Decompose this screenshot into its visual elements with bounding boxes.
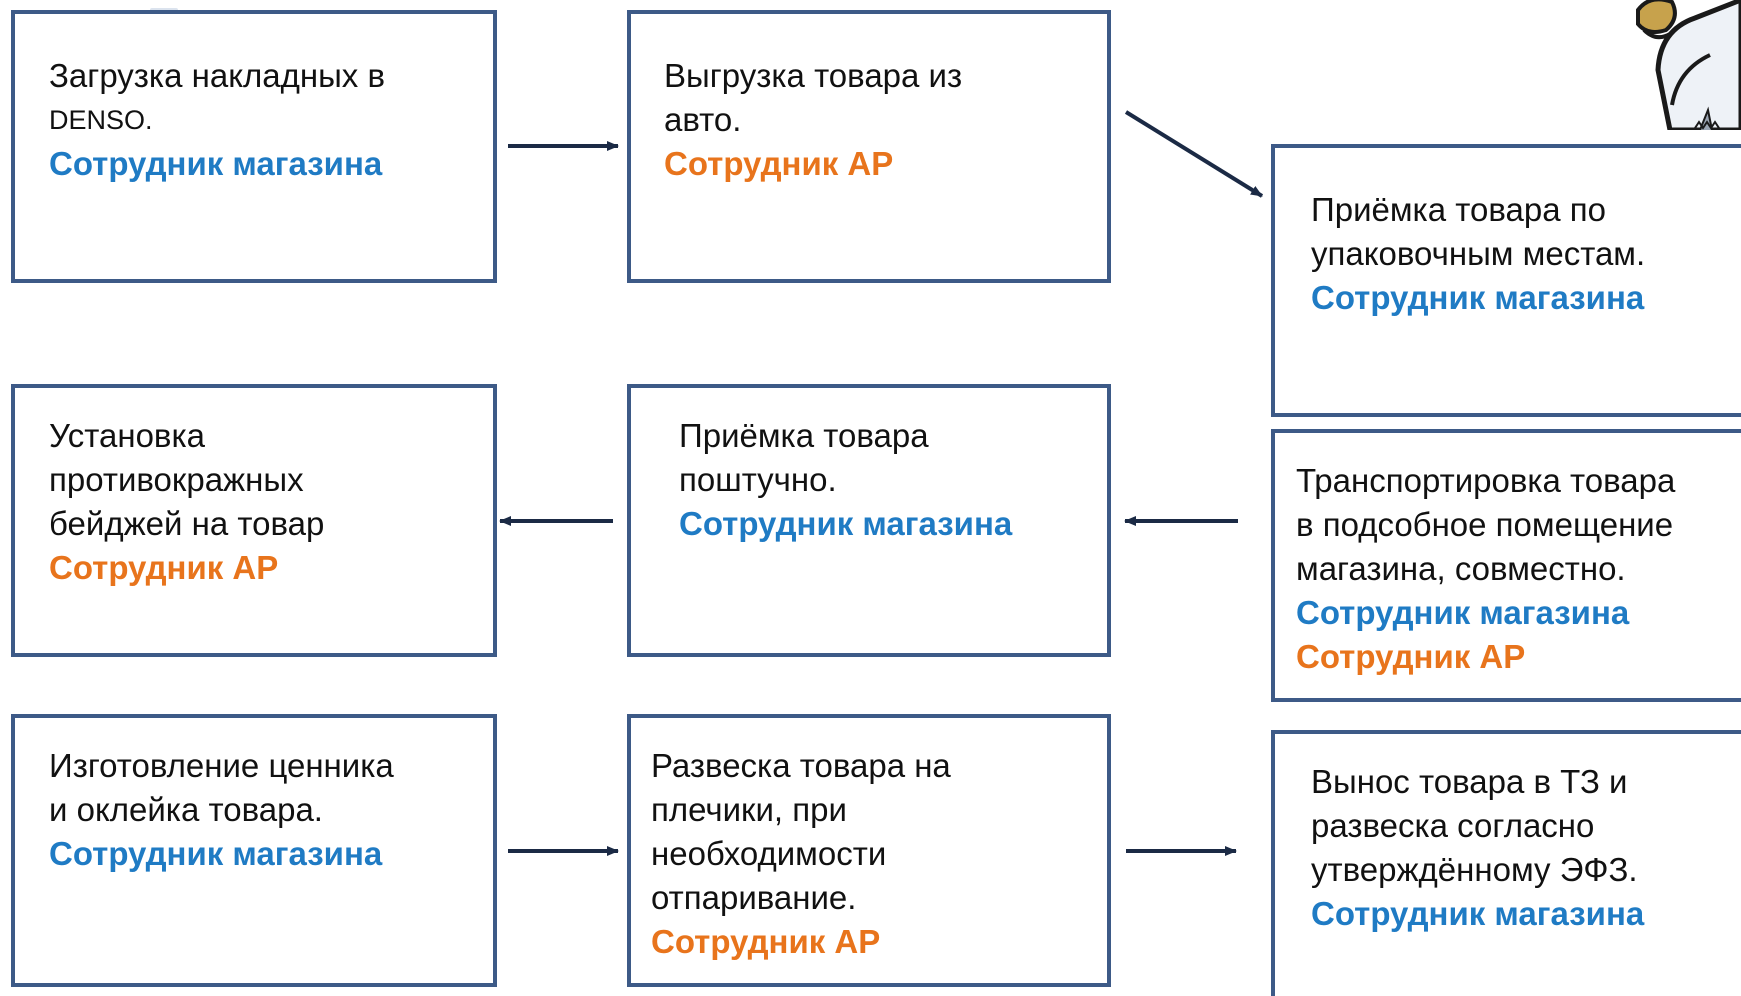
step-box-item-acceptance: Приёмка товара поштучно. Сотрудник магаз…: [627, 384, 1111, 657]
step-box-unloading: Выгрузка товара из авто. Сотрудник АР: [627, 10, 1111, 283]
step-text: Развеска товара на: [651, 747, 951, 784]
step-text: отпаривание.: [651, 879, 857, 916]
role-label-ap-employee: Сотрудник АР: [664, 145, 894, 182]
role-label-store-employee: Сотрудник магазина: [1311, 895, 1645, 932]
step-text: плечики, при: [651, 791, 847, 828]
step-text: противокражных: [49, 461, 304, 498]
step-text: Приёмка товара по: [1311, 191, 1606, 228]
role-label-store-employee: Сотрудник магазина: [1311, 279, 1645, 316]
step-text: Приёмка товара: [679, 417, 929, 454]
step-text: в подсобное помещение: [1296, 506, 1674, 543]
role-label-ap-employee: Сотрудник АР: [1296, 638, 1526, 675]
arrow-s2-to-s3: [1124, 110, 1264, 198]
role-label-store-employee: Сотрудник магазина: [49, 145, 383, 182]
step-box-package-acceptance: Приёмка товара по упаковочным местам. Со…: [1271, 144, 1741, 417]
step-text: DENSO.: [49, 105, 153, 135]
step-text: Изготовление ценника: [49, 747, 394, 784]
step-text: бейджей на товар: [49, 505, 325, 542]
role-label-store-employee: Сотрудник магазина: [49, 835, 383, 872]
step-text: Загрузка накладных в: [49, 57, 386, 94]
step-box-transport-to-storage: Транспортировка товара в подсобное помещ…: [1271, 429, 1741, 702]
step-text: Транспортировка товара: [1296, 462, 1676, 499]
step-text: Выгрузка товара из: [664, 57, 963, 94]
step-text: магазина, совместно.: [1296, 550, 1626, 587]
step-box-sales-floor-display: Вынос товара в ТЗ и развеска согласно ут…: [1271, 730, 1741, 996]
step-text: упаковочным местам.: [1311, 235, 1646, 272]
step-text: и оклейка товара.: [49, 791, 323, 828]
step-text: Вынос товара в ТЗ и: [1311, 763, 1628, 800]
role-label-store-employee: Сотрудник магазина: [679, 505, 1013, 542]
step-box-price-tags: Изготовление ценника и оклейка товара. С…: [11, 714, 497, 987]
step-text: Установка: [49, 417, 205, 454]
role-label-ap-employee: Сотрудник АР: [49, 549, 279, 586]
step-text: необходимости: [651, 835, 887, 872]
step-text: поштучно.: [679, 461, 837, 498]
step-box-anti-theft-tags: Установка противокражных бейджей на това…: [11, 384, 497, 657]
role-label-store-employee: Сотрудник магазина: [1296, 594, 1630, 631]
step-box-invoice-upload: Загрузка накладных в DENSO. Сотрудник ма…: [11, 10, 497, 283]
role-label-ap-employee: Сотрудник АР: [651, 923, 881, 960]
step-box-hanging-steaming: Развеска товара на плечики, при необходи…: [627, 714, 1111, 987]
step-text: авто.: [664, 101, 742, 138]
cartoon-character-icon: [1636, 0, 1741, 130]
step-text: развеска согласно: [1311, 807, 1595, 844]
step-text: утверждённому ЭФЗ.: [1311, 851, 1638, 888]
